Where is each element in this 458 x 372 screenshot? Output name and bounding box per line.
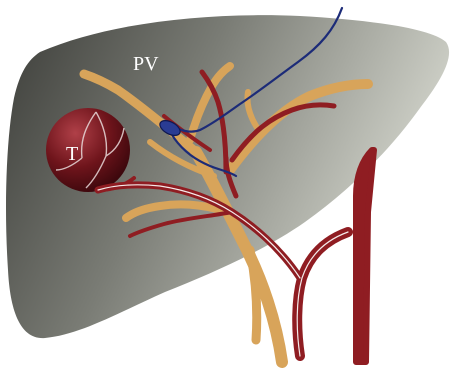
tumor [46,108,130,192]
tumor-group [46,108,130,192]
tumor-label: T [66,143,78,165]
portal-vein-label: PV [133,53,159,75]
aorta [356,150,374,362]
common-hepatic-artery [297,232,348,356]
portal-vein-branch-down [250,250,257,340]
